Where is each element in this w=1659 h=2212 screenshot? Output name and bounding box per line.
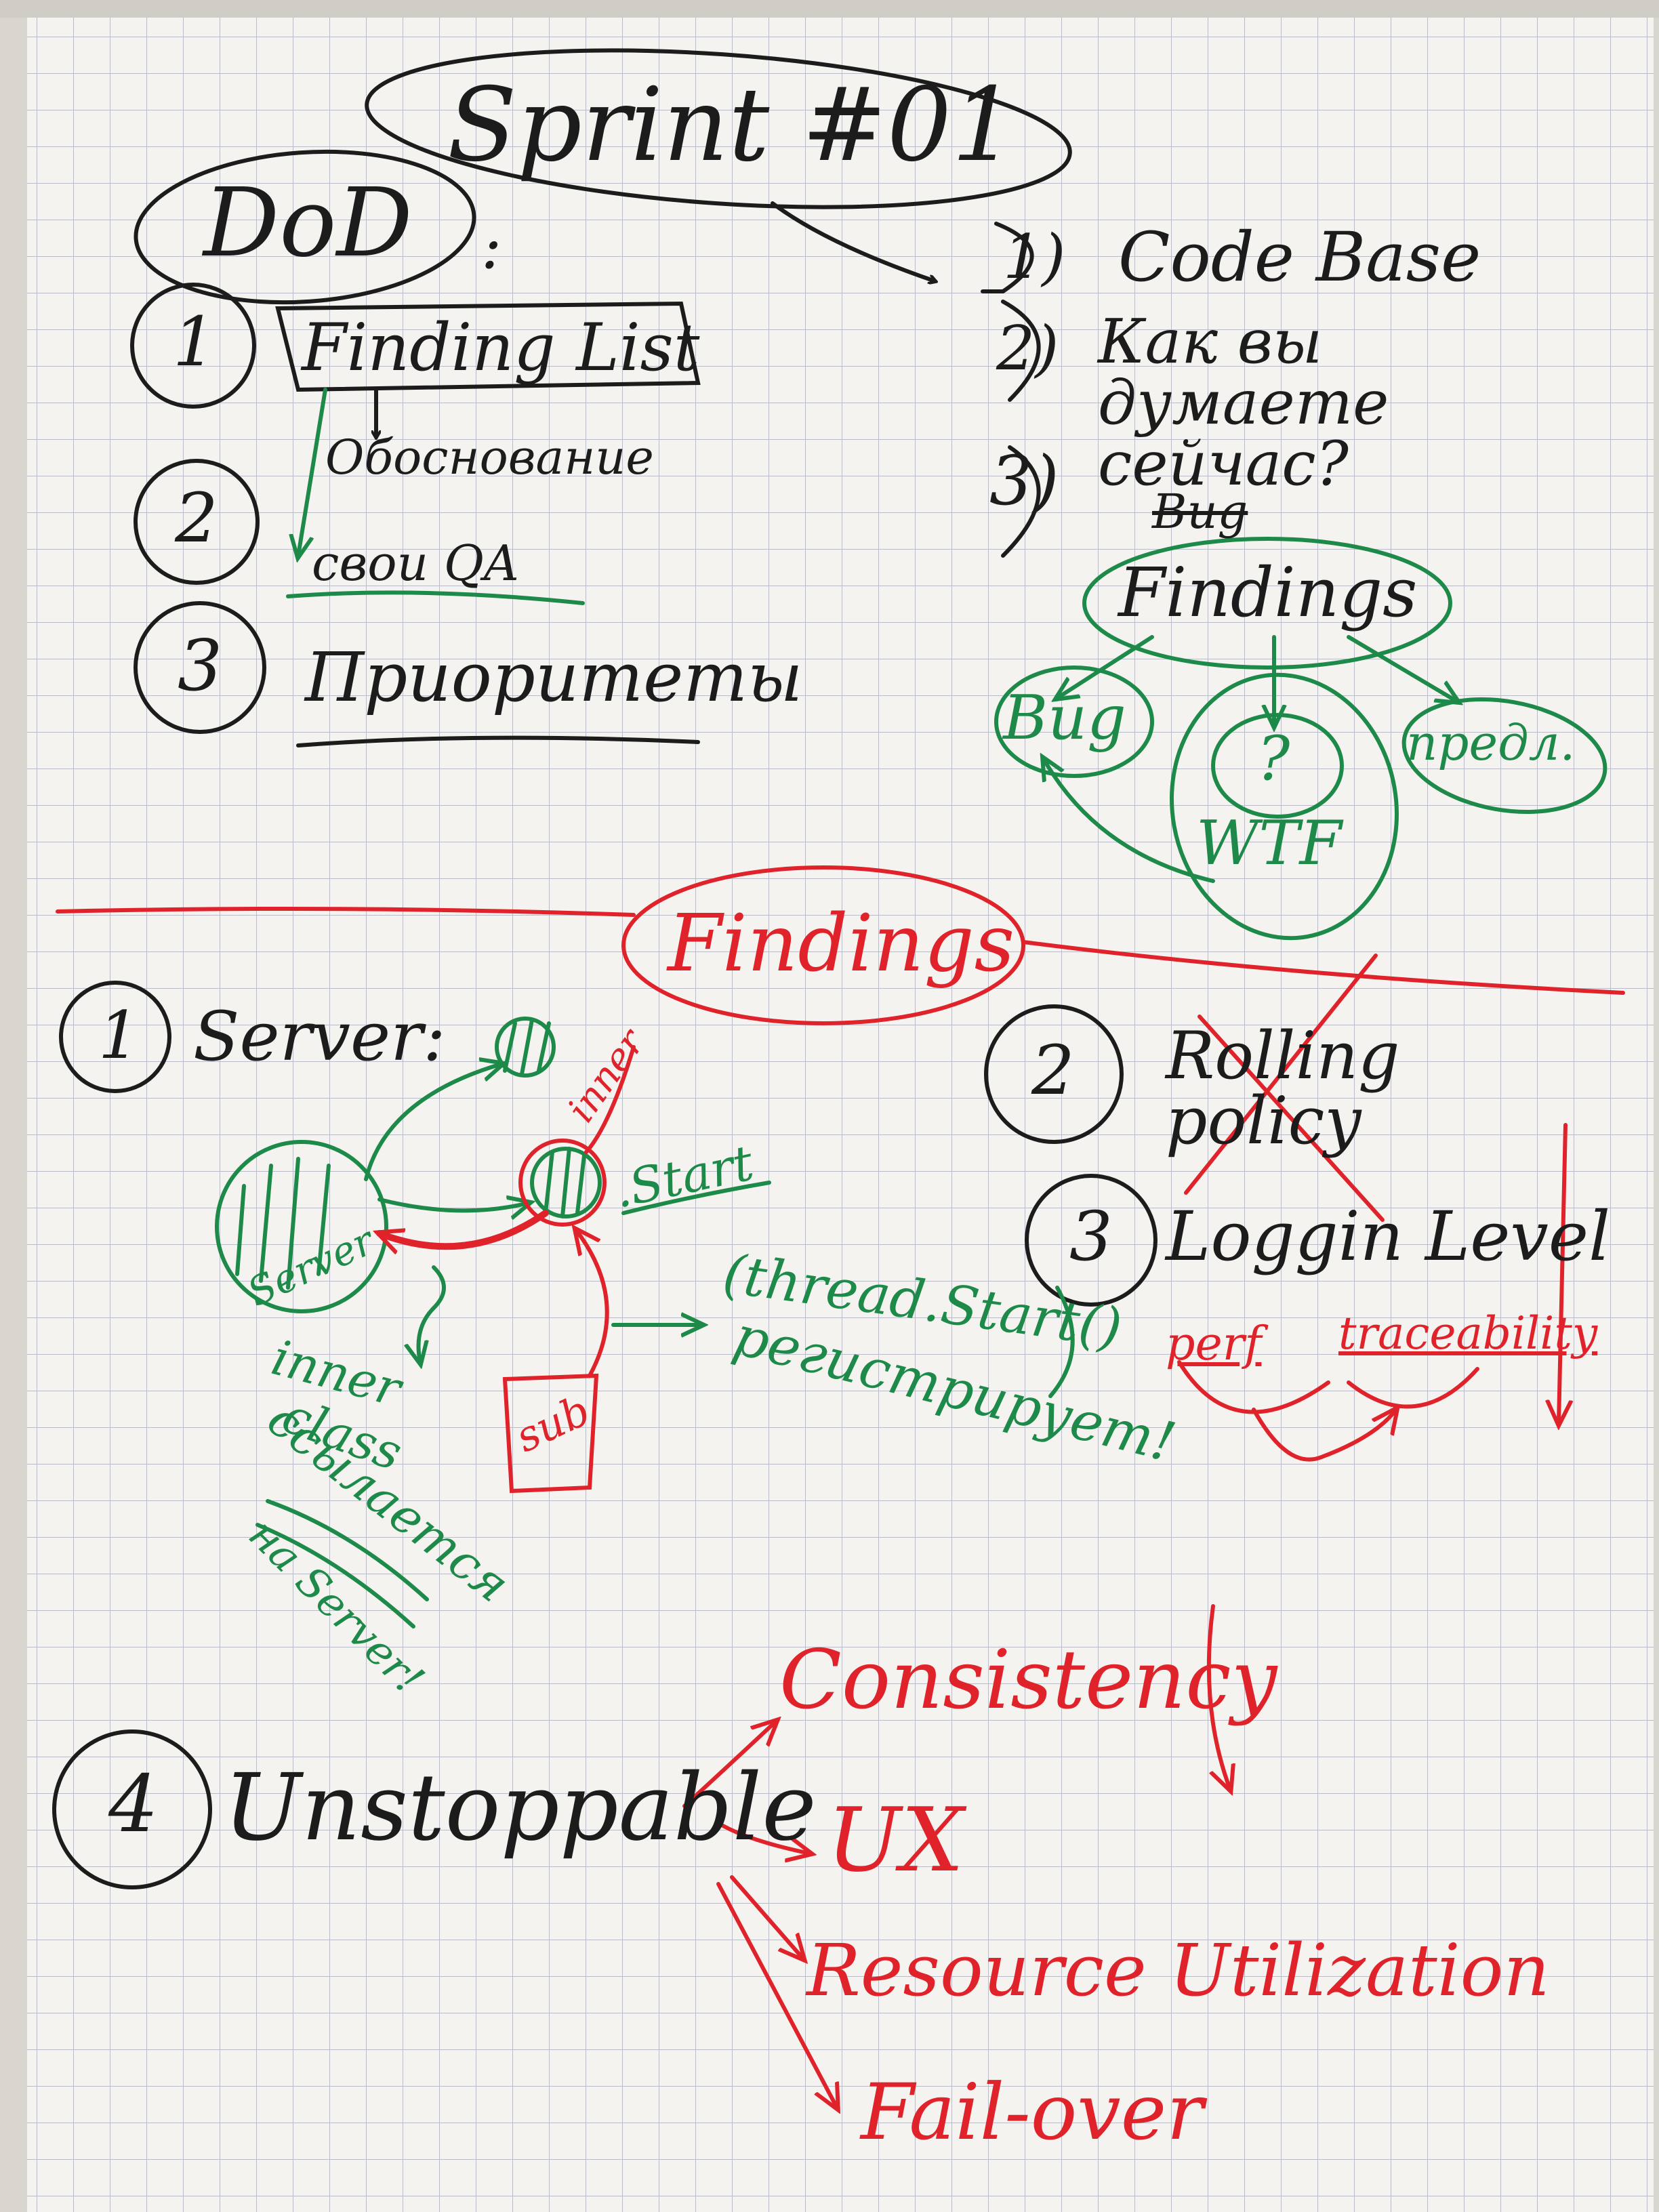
logging-option-loop-right <box>1347 1367 1479 1409</box>
finding-3-num: 3 <box>1069 1197 1113 1276</box>
server-to-top-arrow <box>364 1064 501 1181</box>
finding-1-circle <box>59 981 171 1093</box>
finding-type-wtf: WTF <box>1196 808 1342 879</box>
consistency-brace-arrow <box>1206 1604 1230 1789</box>
center-to-server-arrow <box>380 1210 549 1246</box>
class-note-underline-1 <box>266 1499 429 1601</box>
grid-lines <box>27 12 1654 2212</box>
squiggle-down-arrow <box>419 1265 446 1362</box>
finding-type-suggestion: предл. <box>1406 714 1576 771</box>
target-consistency: Consistency <box>779 1633 1277 1727</box>
arrow-to-ux <box>716 1821 810 1853</box>
class-note-underline-2 <box>255 1523 415 1629</box>
server-node-hatching <box>235 1157 331 1290</box>
dod-label: DoD <box>203 168 413 279</box>
start-underline <box>621 1181 771 1215</box>
target-ux: UX <box>827 1788 964 1891</box>
center-node-hatching <box>544 1147 586 1218</box>
server-node <box>215 1140 388 1313</box>
goals-bracket-3 <box>1001 445 1041 558</box>
paper-top-edge <box>0 0 1659 18</box>
dod-oval <box>134 149 476 305</box>
dod-item-2-text: свои QA <box>312 535 519 592</box>
goals-bracket-2 <box>1001 300 1041 402</box>
finding-type-question: ? <box>1257 723 1290 794</box>
finding-4-circle <box>52 1729 212 1889</box>
wtf-to-bug-arrow <box>1044 759 1215 883</box>
finding-3-circle <box>1025 1174 1158 1307</box>
findings-title: Findings <box>668 898 1015 989</box>
logging-level-arrow <box>1559 1123 1565 1423</box>
finding-1-text: Server: <box>193 997 446 1076</box>
arrow-to-consistency <box>682 1721 776 1808</box>
section-divider-left <box>56 907 636 917</box>
arrow-to-suggestion <box>1347 635 1457 701</box>
dod-item-1-num: 1 <box>173 302 216 382</box>
goal-2-text: Как вы думаете сейчас? <box>1098 306 1389 499</box>
logging-option-traceability: traceability <box>1338 1307 1598 1359</box>
dod-item-2-num: 2 <box>175 478 218 558</box>
thread-note-bracket <box>1048 1286 1075 1398</box>
sub-box <box>502 1373 599 1494</box>
logging-merge-arrow <box>1252 1410 1396 1462</box>
logging-option-perf: perf <box>1166 1317 1262 1371</box>
finding-4-text: Unstoppable <box>224 1755 817 1862</box>
dod-colon: : <box>481 211 502 283</box>
dod-item-1-circle <box>130 283 256 409</box>
goals-bracket-1 <box>981 222 1034 293</box>
dod-item-3-underline <box>296 735 700 747</box>
dod-green-arrow <box>298 388 327 556</box>
sprint-title: Sprint #01 <box>447 66 1017 184</box>
question-oval <box>1211 713 1344 819</box>
inner-curve <box>584 1045 636 1154</box>
suggestion-oval <box>1401 697 1607 814</box>
dod-item-3-circle <box>134 601 266 734</box>
finding-2-num: 2 <box>1031 1031 1075 1110</box>
logging-option-loop-left <box>1177 1360 1330 1414</box>
top-node <box>495 1017 556 1078</box>
dod-item-1-text: Finding List <box>302 310 700 386</box>
target-failover: Fail-over <box>861 2067 1204 2157</box>
goal-3-crossed-word: Bug <box>1152 484 1248 539</box>
finding-4-num: 4 <box>108 1759 159 1850</box>
dod-item-2-circle <box>134 459 260 585</box>
rolling-policy-cross-a <box>1197 1015 1385 1222</box>
finding-3-text: Loggin Level <box>1166 1197 1611 1276</box>
arrow-to-bug <box>1057 635 1154 698</box>
dod-item-3-num: 3 <box>178 624 223 707</box>
finding-1-num: 1 <box>98 998 140 1073</box>
findings-title-oval <box>621 865 1025 1025</box>
goal-1-text: Code Base <box>1118 218 1481 297</box>
arrow-to-failover <box>716 1882 837 2108</box>
goal-2-num: 2) <box>996 313 1059 384</box>
target-resource-utilization: Resource Utilization <box>806 1929 1550 2012</box>
center-node <box>530 1147 602 1218</box>
sub-to-center-arrow <box>576 1230 609 1378</box>
section-divider-right <box>1021 940 1625 995</box>
server-to-center-arrow <box>377 1200 529 1210</box>
rolling-policy-cross-b <box>1184 954 1378 1195</box>
sprint-title-oval <box>365 48 1072 209</box>
finding-2-text: Rolling policy <box>1166 1018 1400 1159</box>
title-to-goals-arrow <box>771 201 935 281</box>
finding-list-box <box>275 301 701 392</box>
center-node-red-ring <box>518 1139 607 1227</box>
bug-oval <box>994 665 1154 778</box>
goal-1-num: 1) <box>1003 222 1066 293</box>
findings-oval-green <box>1082 537 1452 670</box>
finding-type-bug: Bug <box>1003 682 1126 754</box>
dod-sub-note: Обоснование <box>325 430 654 485</box>
dod-item-2-underline <box>286 590 585 605</box>
goal-3-text: Findings <box>1118 553 1418 632</box>
wtf-outer-oval <box>1170 672 1399 941</box>
goal-3-num: 3) <box>989 441 1059 520</box>
finding-2-circle <box>984 1004 1124 1144</box>
arrow-to-resource <box>730 1875 803 1959</box>
dod-item-3-text: Приоритеты <box>305 638 803 717</box>
